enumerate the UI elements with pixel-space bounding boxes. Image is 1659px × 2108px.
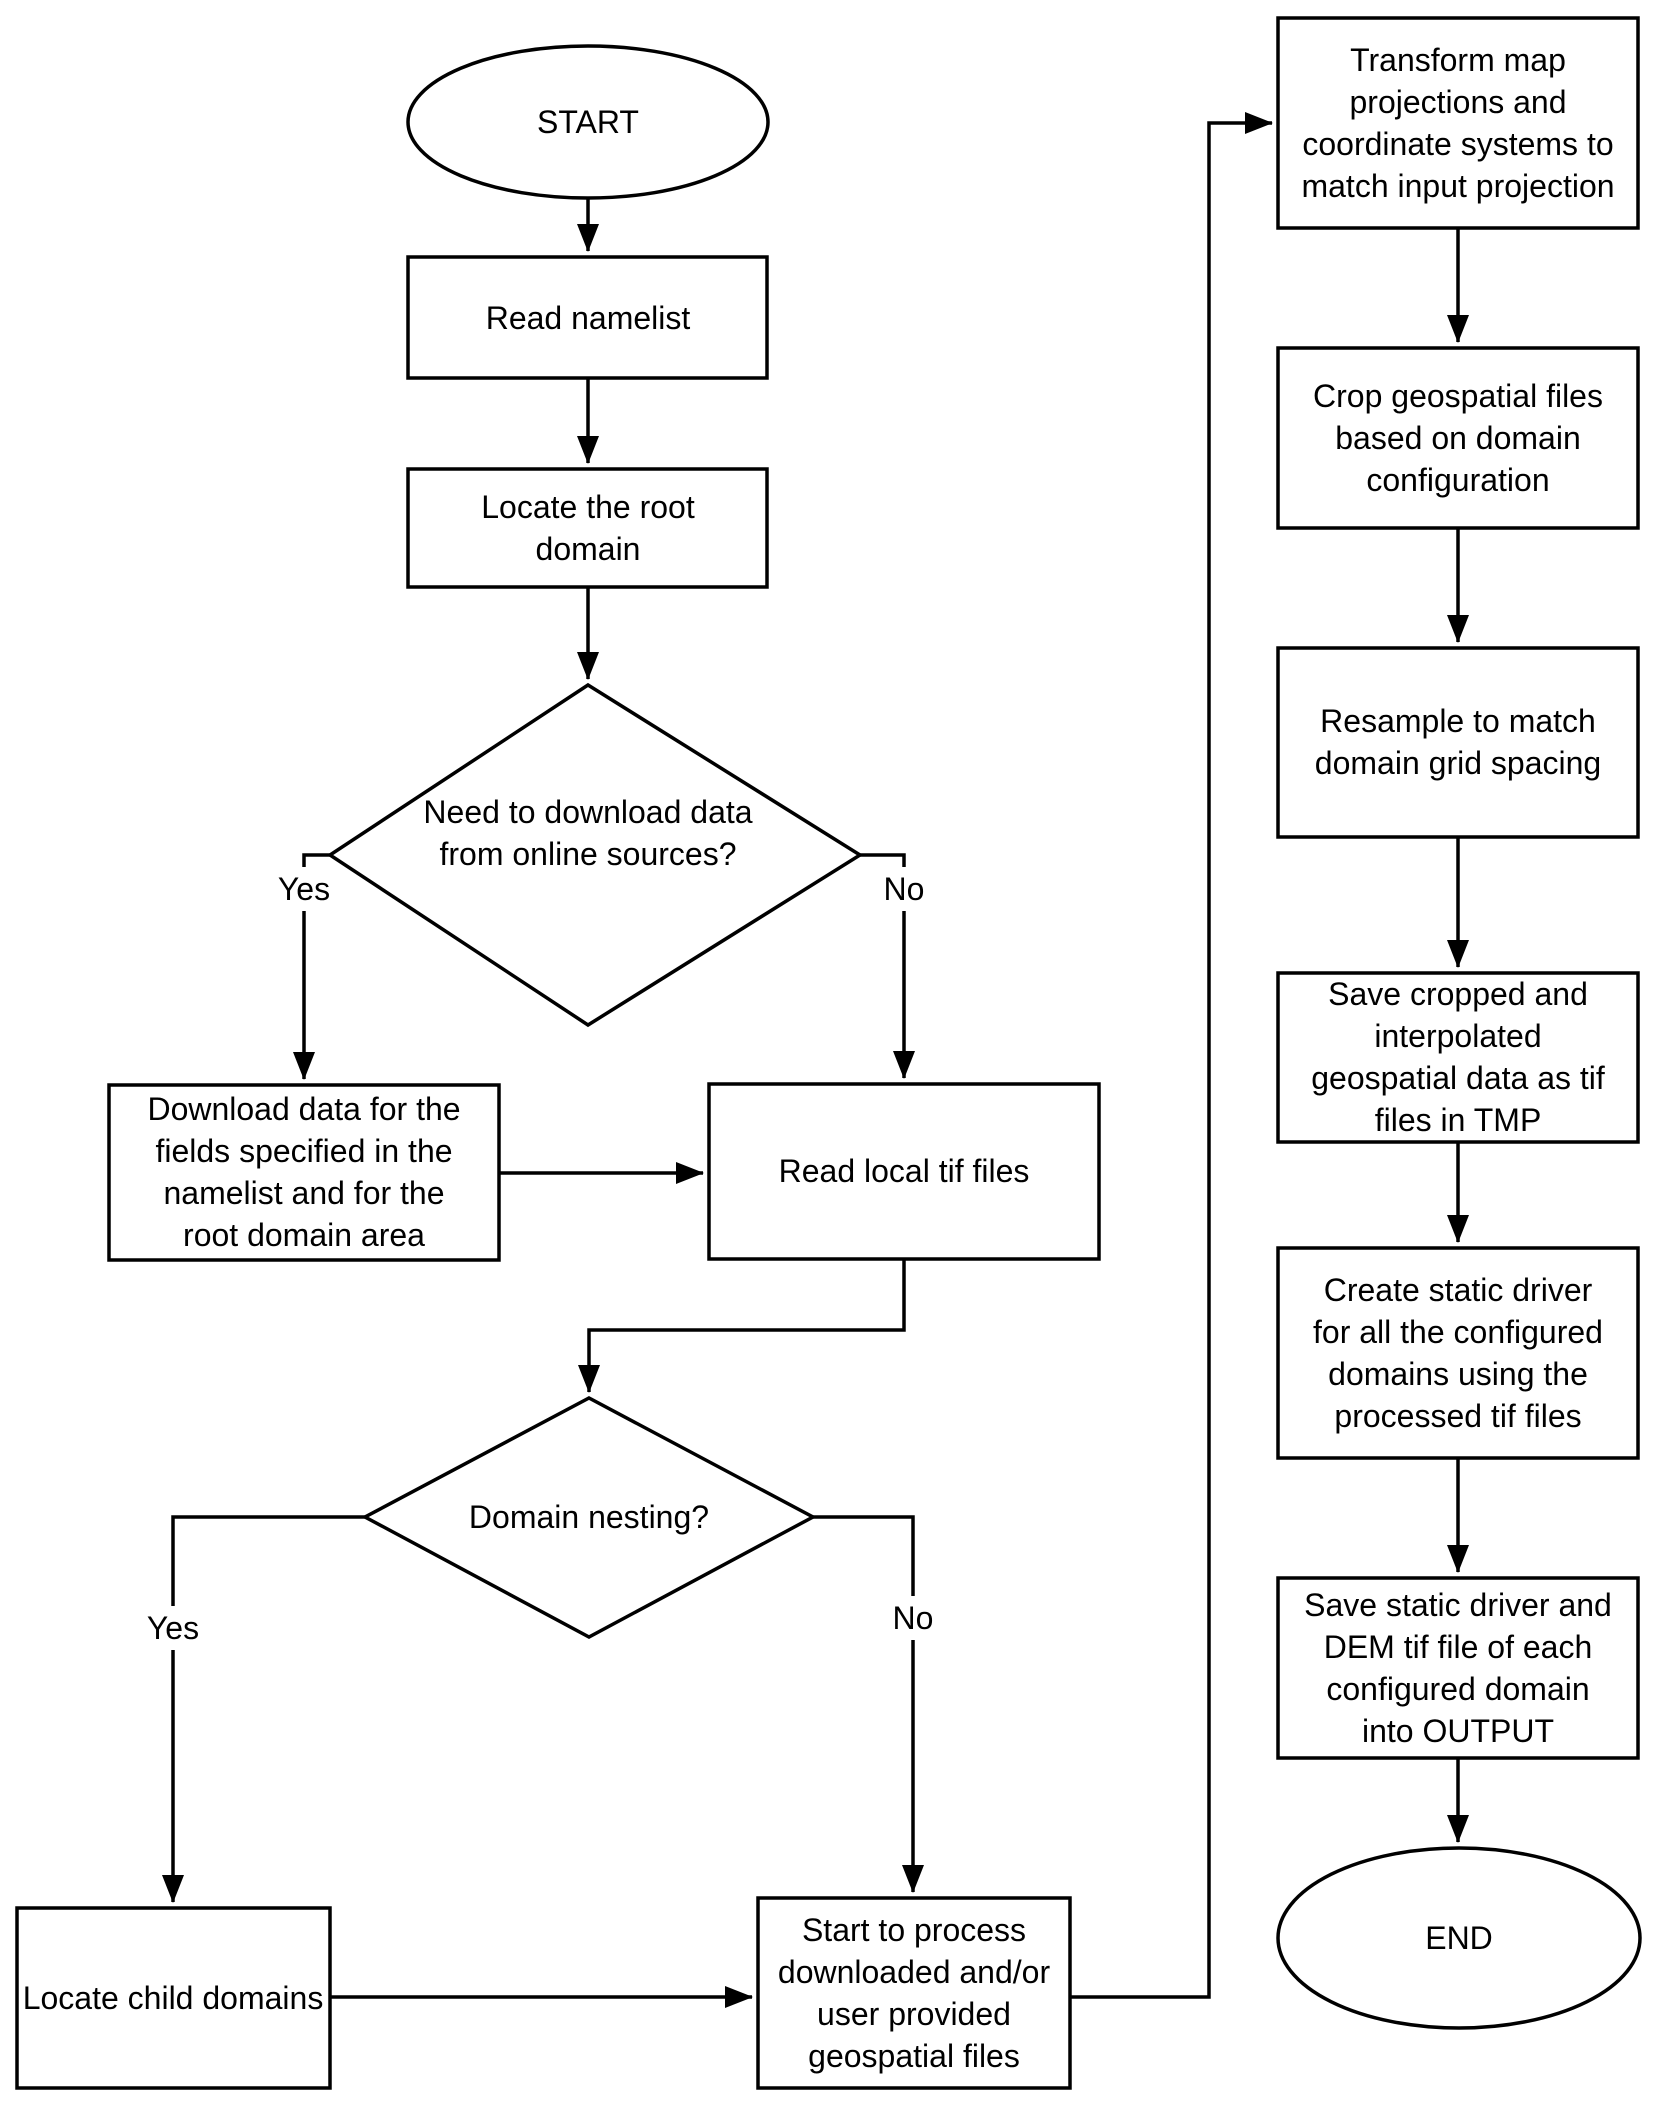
need-download-no-label-bg	[876, 867, 932, 911]
locate-child-process	[15, 1906, 332, 2090]
locate-root-process	[406, 467, 769, 589]
end-terminator	[1276, 1846, 1642, 2030]
locate-root-label-line-1: Locate the root	[481, 489, 695, 525]
save-tmp-label-line-3: geospatial data as tif	[1311, 1060, 1605, 1096]
need-download-label-line-1: Need to download data	[423, 794, 752, 830]
edge-domain-nesting-no	[813, 1515, 924, 1893]
download-data-process	[107, 1083, 501, 1262]
domain-nesting-yes-label: Yes	[147, 1610, 199, 1646]
create-driver-label-line-1: Create static driver	[1324, 1272, 1593, 1308]
start-process-label-line-4: geospatial files	[808, 2038, 1020, 2074]
save-output-label-line-2: DEM tif file of each	[1324, 1629, 1593, 1665]
start-process-label-line-3: user provided	[817, 1996, 1011, 2032]
resample-process	[1276, 646, 1640, 839]
save-output-label-line-4: into OUTPUT	[1362, 1713, 1554, 1749]
edge-need-download-no	[860, 853, 915, 1079]
read-local-tif-process	[707, 1082, 1101, 1261]
resample-label-line-2: domain grid spacing	[1315, 745, 1601, 781]
save-tmp-label-line-1: Save cropped and	[1328, 976, 1588, 1012]
transform-projections-process	[1276, 16, 1640, 230]
read-local-tif-label: Read local tif files	[779, 1153, 1030, 1189]
start-label: START	[537, 104, 639, 140]
edge-read-local-to-domain-nesting	[578, 1259, 906, 1393]
crop-files-label-line-1: Crop geospatial files	[1313, 378, 1603, 414]
need-download-no-label: No	[884, 871, 925, 907]
transform-projections-label-line-1: Transform map	[1350, 42, 1566, 78]
save-output-process	[1276, 1576, 1640, 1760]
crop-files-label-line-3: configuration	[1366, 462, 1549, 498]
transform-projections-label-line-2: projections and	[1349, 84, 1566, 120]
download-data-label-line-1: Download data for the	[147, 1091, 460, 1127]
save-tmp-label-line-4: files in TMP	[1375, 1102, 1542, 1138]
create-driver-label-line-4: processed tif files	[1334, 1398, 1581, 1434]
create-driver-process	[1276, 1246, 1640, 1460]
start-process-label-line-1: Start to process	[802, 1912, 1026, 1948]
create-driver-label-line-2: for all the configured	[1313, 1314, 1603, 1350]
save-tmp-label-line-2: interpolated	[1374, 1018, 1541, 1054]
need-download-label-line-2: from online sources?	[439, 836, 736, 872]
download-data-label-line-4: root domain area	[183, 1217, 425, 1253]
locate-child-label: Locate child domains	[23, 1980, 324, 2016]
download-data-label-line-3: namelist and for the	[163, 1175, 444, 1211]
domain-nesting-label: Domain nesting?	[469, 1499, 709, 1535]
start-process-label-line-2: downloaded and/or	[778, 1954, 1051, 1990]
save-tmp-process	[1276, 971, 1640, 1144]
edge-start-process-to-transform	[1070, 112, 1273, 1999]
read-namelist-label: Read namelist	[486, 300, 691, 336]
crop-files-label-line-2: based on domain	[1335, 420, 1581, 456]
start-process-process	[756, 1896, 1072, 2090]
save-output-label-line-3: configured domain	[1326, 1671, 1589, 1707]
read-namelist-process	[406, 255, 769, 380]
need-download-decision	[326, 682, 864, 1028]
transform-projections-label-line-3: coordinate systems to	[1302, 126, 1613, 162]
locate-root-label-line-2: domain	[536, 531, 641, 567]
domain-nesting-yes-label-bg	[139, 1606, 207, 1650]
resample-label-line-1: Resample to match	[1320, 703, 1596, 739]
edge-need-download-yes	[293, 853, 330, 1080]
end-label: END	[1425, 1920, 1493, 1956]
transform-projections-label-line-4: match input projection	[1301, 168, 1614, 204]
edge-domain-nesting-yes	[162, 1515, 365, 1903]
need-download-yes-label-bg	[270, 867, 338, 911]
download-data-label-line-2: fields specified in the	[155, 1133, 452, 1169]
start-terminator	[406, 44, 770, 200]
need-download-yes-label: Yes	[278, 871, 330, 907]
domain-nesting-no-label-bg	[885, 1596, 941, 1640]
save-output-label-line-1: Save static driver and	[1304, 1587, 1612, 1623]
domain-nesting-no-label: No	[893, 1600, 934, 1636]
crop-files-process	[1276, 346, 1640, 530]
domain-nesting-decision	[361, 1396, 817, 1639]
create-driver-label-line-3: domains using the	[1328, 1356, 1588, 1392]
